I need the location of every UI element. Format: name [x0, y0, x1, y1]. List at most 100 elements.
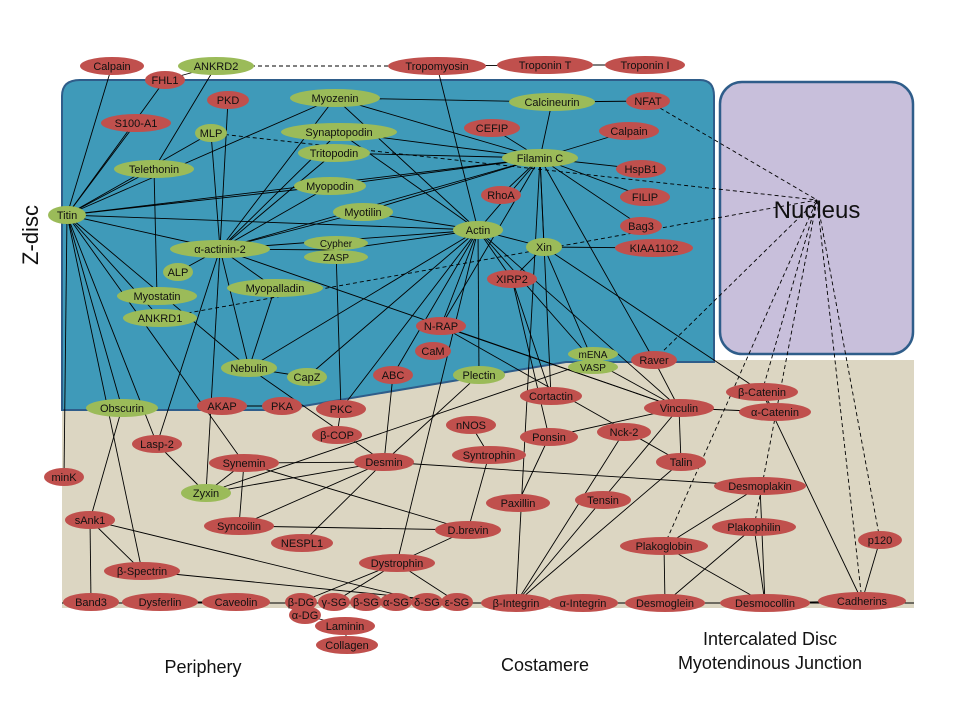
node-bintegrin-label: β-Integrin — [493, 598, 540, 610]
node-bcop-label: β-COP — [320, 430, 354, 442]
node-bsg-label: β-SG — [353, 597, 379, 609]
node-myopodin-label: Myopodin — [306, 181, 354, 193]
node-filaminc-shape — [502, 149, 578, 167]
node-titin: Titin — [48, 206, 86, 224]
node-alp-label: ALP — [168, 267, 189, 279]
node-lasp2-shape — [132, 435, 182, 453]
node-calcineurin-label: Calcineurin — [524, 97, 579, 109]
node-plakophilin-label: Plakophilin — [727, 522, 780, 534]
node-myopodin: Myopodin — [294, 177, 366, 195]
node-myostatin-shape — [117, 287, 197, 305]
edge-syncoilin-dbrevin — [238, 525, 469, 531]
node-xin: Xin — [526, 238, 562, 256]
node-adg-shape — [289, 606, 321, 624]
node-nnos-shape — [446, 416, 496, 434]
node-ponsin-shape — [520, 428, 578, 446]
edge-nck2-bintegrin — [515, 431, 625, 604]
node-plectin-shape — [453, 366, 505, 384]
node-acatenin-shape — [739, 403, 811, 421]
node-actin-shape — [453, 221, 503, 239]
node-nfat-shape — [626, 92, 670, 110]
node-myopalladin-shape — [227, 279, 323, 297]
node-mink-shape — [44, 468, 84, 486]
node-calpain1-label: Calpain — [93, 61, 130, 73]
node-hspb1-shape — [616, 160, 666, 178]
node-mena1: mENA — [568, 347, 618, 361]
node-tensin-label: Tensin — [587, 495, 619, 507]
edge-myozenin-actinin — [219, 97, 336, 250]
edge-actin-vinculin — [477, 229, 680, 409]
node-mena1-shape — [568, 347, 618, 361]
edge-xin-bcatenin — [543, 246, 763, 393]
node-pkd: PKD — [207, 91, 249, 109]
node-tritopodin-shape — [298, 144, 370, 162]
node-alp-shape — [163, 263, 193, 281]
edge-pkd-actinin — [219, 99, 229, 250]
node-paxillin-shape — [486, 494, 550, 512]
node-hspb1: HspB1 — [616, 160, 666, 178]
node-cypher2-label: ZASP — [323, 253, 349, 264]
node-dbrevin-label: D.brevin — [448, 525, 489, 537]
node-p120-label: p120 — [868, 535, 892, 547]
node-synaptopodin-shape — [281, 123, 397, 141]
node-esg-shape — [441, 593, 473, 611]
edge-syntrophin-dbrevin — [467, 454, 490, 531]
node-rhoa: RhoA — [481, 186, 521, 204]
node-pkc-label: PKC — [330, 404, 353, 416]
node-cam: CaM — [415, 342, 451, 360]
node-myostatin-label: Myostatin — [133, 291, 180, 303]
edge-xin-mena1 — [543, 246, 594, 362]
node-nfat-label: NFAT — [634, 96, 662, 108]
node-bintegrin: β-Integrin — [481, 594, 551, 612]
node-myopodin-shape — [294, 177, 366, 195]
node-raver-shape — [631, 351, 677, 369]
node-nck2-label: Nck-2 — [610, 427, 639, 439]
node-capz: CapZ — [287, 368, 327, 386]
node-tritopodin-label: Tritopodin — [310, 148, 359, 160]
node-lasp2: Lasp-2 — [132, 435, 182, 453]
node-troponint: Troponin T — [497, 56, 593, 74]
node-myopalladin: Myopalladin — [227, 279, 323, 297]
node-band3: Band3 — [63, 593, 119, 611]
node-p120: p120 — [858, 531, 902, 549]
node-dystrophin: Dystrophin — [359, 554, 435, 572]
node-mink: minK — [44, 468, 84, 486]
node-band3-shape — [63, 593, 119, 611]
costamere-label: Costamere — [501, 655, 589, 675]
node-tritopodin: Tritopodin — [298, 144, 370, 162]
node-pkc: PKC — [316, 400, 366, 418]
node-plectin-label: Plectin — [462, 370, 495, 382]
node-bdg-label: β-DG — [288, 597, 315, 609]
node-caveolin-label: Caveolin — [215, 597, 258, 609]
edge-myozenin-filaminc — [334, 97, 541, 159]
node-acatenin-label: α-Catenin — [751, 407, 799, 419]
edge-actin-dystrophin — [396, 229, 479, 564]
node-pka: PKA — [262, 397, 302, 415]
node-bag3: Bag3 — [620, 217, 662, 235]
node-desmin-label: Desmin — [365, 457, 402, 469]
dashed-edge-bcatenin-nucleus — [761, 199, 818, 393]
zdisc-label: Z-disc — [18, 205, 43, 265]
node-obscurin: Obscurin — [86, 399, 158, 417]
node-filaminc: Filamin C — [502, 149, 578, 167]
edge-titin-obscurin — [66, 214, 123, 409]
edge-plakophilin-desmoglein — [664, 526, 755, 604]
node-desmin: Desmin — [354, 453, 414, 471]
node-plakoglobin: Plakoglobin — [620, 537, 708, 555]
node-mlp: MLP — [195, 124, 227, 142]
node-lasp2-label: Lasp-2 — [140, 439, 174, 451]
node-paxillin-label: Paxillin — [501, 498, 536, 510]
node-obscurin-shape — [86, 399, 158, 417]
edge-synemin-syncoilin — [238, 462, 245, 527]
node-mlp-shape — [195, 124, 227, 142]
node-fhl1: FHL1 — [145, 71, 185, 89]
node-mena1-label: mENA — [579, 350, 608, 361]
node-ankrd2: ANKRD2 — [178, 57, 254, 75]
node-actinin-shape — [170, 240, 270, 258]
node-s100a1: S100-A1 — [101, 114, 171, 132]
dashed-edge-nfat-nucleus — [647, 100, 818, 201]
node-sank1-label: sAnk1 — [75, 515, 106, 527]
edge-titin-mink — [63, 214, 68, 478]
node-nfat: NFAT — [626, 92, 670, 110]
edge-myopodin-filaminc — [329, 157, 541, 187]
